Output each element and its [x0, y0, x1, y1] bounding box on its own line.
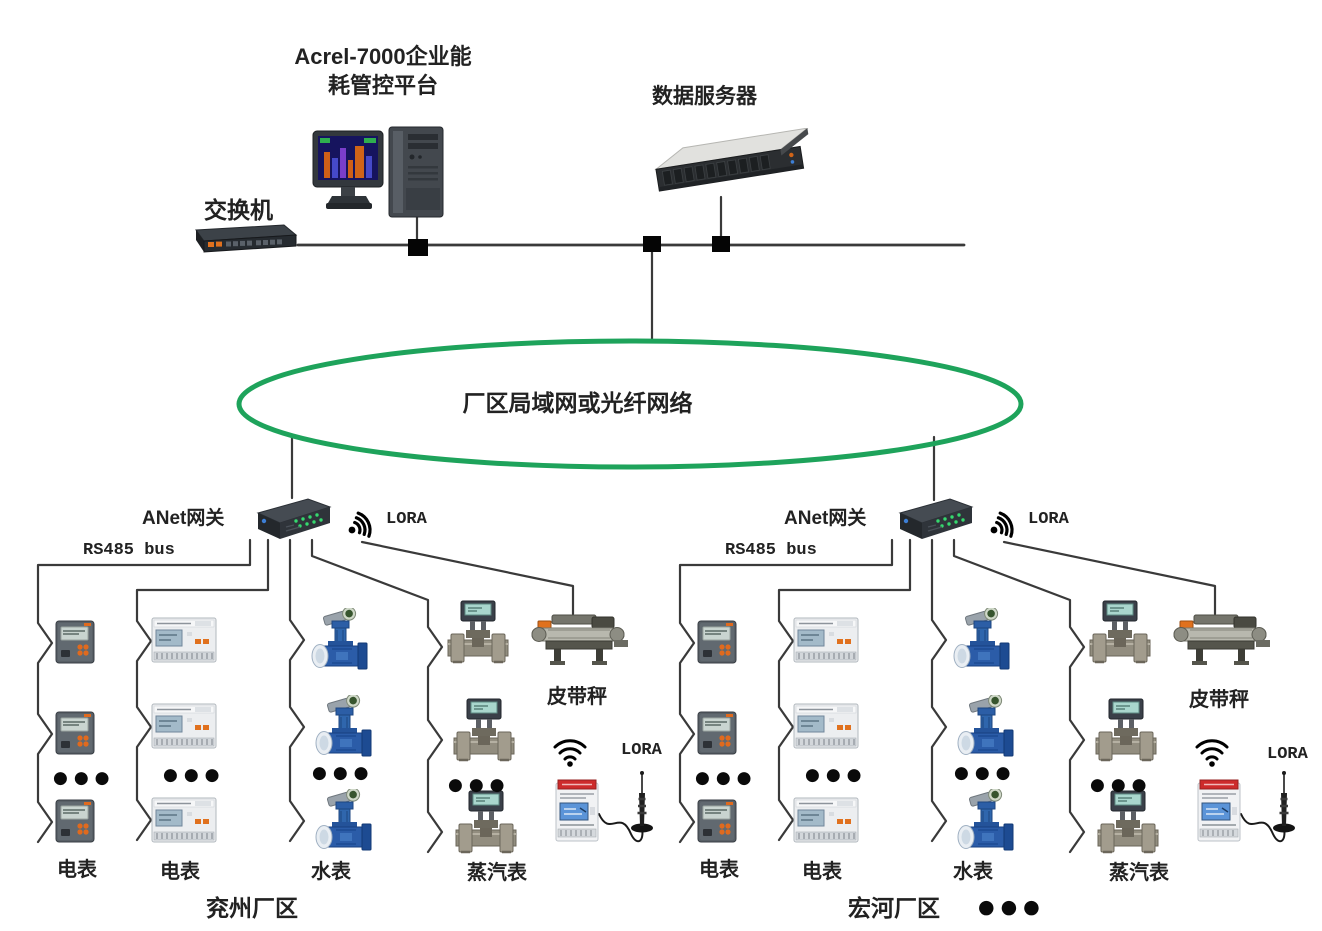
remote-lora-label-right: LORA — [1267, 745, 1308, 764]
column-label-water-left: 水表 — [311, 861, 351, 883]
ellipsis-dots: ●●● — [312, 763, 375, 783]
gateway-lora-label-left: LORA — [386, 510, 427, 529]
gateway-label-right: ANet网关 — [784, 508, 867, 529]
steam-meter — [1086, 600, 1154, 668]
anet-gateway — [252, 496, 334, 542]
steam-meter — [444, 600, 512, 668]
belt-scale-label-right: 皮带秤 — [1189, 689, 1249, 711]
network-label: 厂区局域网或光纤网络 — [462, 390, 693, 416]
steam-meter — [1094, 790, 1162, 858]
ellipsis-dots: ●●● — [163, 765, 226, 785]
lora-wireless-meter — [555, 779, 599, 845]
platform-title-line1: Acrel-7000企业能 — [294, 44, 472, 69]
electric-meter-panel — [55, 799, 95, 844]
water-meter — [312, 693, 378, 759]
electric-meter-panel — [697, 711, 737, 756]
electric-meter-din — [151, 796, 217, 844]
ellipsis-dots: ●●● — [695, 768, 758, 788]
wifi-signal-icon — [1193, 735, 1231, 767]
column-label-water-right: 水表 — [953, 861, 993, 883]
rs485-label-right: RS485 bus — [725, 541, 817, 560]
wifi-signal-icon — [551, 735, 589, 767]
water-meter — [954, 787, 1020, 853]
data-server-label: 数据服务器 — [652, 85, 757, 108]
gateway-label-left: ANet网关 — [142, 508, 225, 529]
steam-meter — [452, 790, 520, 858]
belt-scale — [1168, 612, 1274, 668]
workstation-tower — [388, 126, 446, 220]
column-label-steam-left: 蒸汽表 — [467, 862, 527, 884]
lora-signal-icon — [986, 503, 1022, 541]
electric-meter-panel — [697, 620, 737, 665]
platform-title: Acrel-7000企业能 耗管控平台 — [276, 42, 490, 100]
belt-scale — [526, 612, 632, 668]
electric-meter-panel — [55, 620, 95, 665]
switch-label: 交换机 — [204, 197, 273, 223]
remote-lora-label-left: LORA — [621, 741, 662, 760]
antenna — [628, 770, 656, 834]
lora-wireless-meter — [1197, 779, 1241, 845]
electric-meter-din — [151, 702, 217, 750]
ellipsis-dots: ●●● — [53, 768, 116, 788]
column-label-electric1-left: 电表 — [57, 859, 97, 881]
antenna — [1270, 770, 1298, 834]
column-label-steam-right: 蒸汽表 — [1109, 862, 1169, 884]
electric-meter-din — [793, 616, 859, 664]
steam-meter — [1092, 698, 1160, 766]
gateway-lora-label-right: LORA — [1028, 510, 1069, 529]
water-meter — [312, 787, 378, 853]
anet-gateway — [894, 496, 976, 542]
lora-signal-icon — [344, 503, 380, 541]
platform-title-line2: 耗管控平台 — [327, 73, 438, 98]
rs485-label-left: RS485 bus — [83, 541, 175, 560]
electric-meter-din — [151, 616, 217, 664]
water-meter — [954, 693, 1020, 759]
electric-meter-din — [793, 702, 859, 750]
column-label-electric2-left: 电表 — [160, 861, 200, 883]
water-meter — [950, 606, 1016, 672]
ellipsis-dots: ●●● — [1090, 775, 1153, 795]
factory-name-right: 宏河厂区 — [848, 895, 940, 921]
more-factories-ellipsis: ●●● — [978, 896, 1046, 918]
electric-meter-panel — [55, 711, 95, 756]
ellipsis-dots: ●●● — [448, 775, 511, 795]
column-label-electric1-right: 电表 — [699, 859, 739, 881]
steam-meter — [450, 698, 518, 766]
column-label-electric2-right: 电表 — [802, 861, 842, 883]
electric-meter-panel — [697, 799, 737, 844]
belt-scale-label-left: 皮带秤 — [547, 686, 607, 708]
data-server — [642, 127, 814, 200]
water-meter — [308, 606, 374, 672]
workstation-monitor — [312, 130, 386, 216]
factory-name-left: 兖州厂区 — [206, 895, 298, 921]
electric-meter-din — [793, 796, 859, 844]
network-switch — [186, 218, 300, 262]
ellipsis-dots: ●●● — [954, 763, 1017, 783]
ellipsis-dots: ●●● — [805, 765, 868, 785]
network-ring — [236, 338, 1024, 470]
